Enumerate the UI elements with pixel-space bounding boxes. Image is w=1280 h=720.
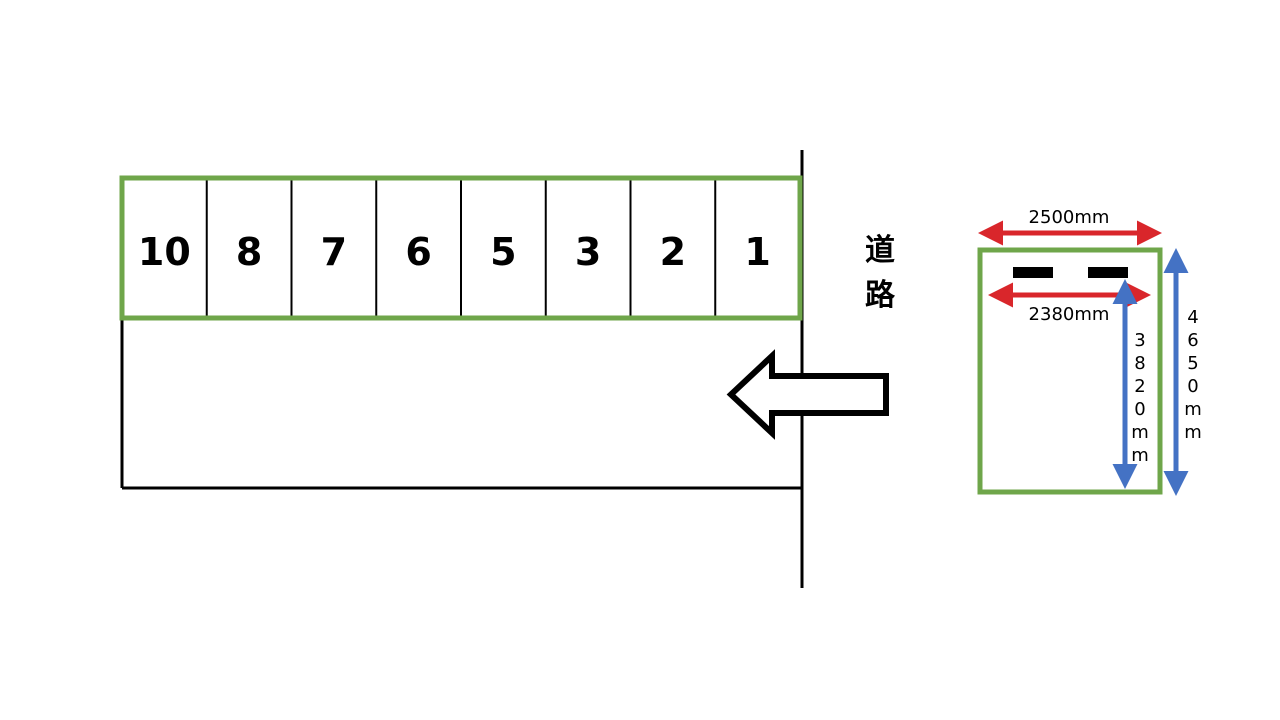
dimension-char: 3 bbox=[1134, 330, 1145, 351]
slot-spec-frame bbox=[977, 247, 1163, 495]
parking-slot-number: 6 bbox=[405, 230, 431, 274]
parking-slot-number: 7 bbox=[321, 230, 347, 274]
parking-slots-row: 10 8 7 6 5 3 2 1 bbox=[138, 178, 771, 318]
parking-slot-number: 10 bbox=[138, 230, 191, 274]
dimension-char: m bbox=[1131, 422, 1149, 443]
dimension-width-inner: 2380mm bbox=[1029, 304, 1110, 325]
parking-slot-number: 1 bbox=[744, 230, 770, 274]
parking-slot-number: 5 bbox=[490, 230, 516, 274]
entrance-arrow-icon bbox=[726, 349, 889, 440]
dimension-char: 0 bbox=[1134, 399, 1145, 420]
dimension-char: 6 bbox=[1187, 330, 1198, 351]
parking-slots-frame bbox=[119, 175, 803, 321]
dimension-char: m bbox=[1131, 445, 1149, 466]
road-label: 道 路 bbox=[865, 233, 896, 313]
dimension-char: 8 bbox=[1134, 353, 1145, 374]
dimension-char: 4 bbox=[1187, 307, 1198, 328]
wheel-stop-right bbox=[1088, 267, 1128, 278]
dimension-char: m bbox=[1184, 422, 1202, 443]
parking-slot-number: 8 bbox=[236, 230, 262, 274]
driving-aisle bbox=[120, 318, 802, 490]
dimension-char: 2 bbox=[1134, 376, 1145, 397]
wheel-stop-left bbox=[1013, 267, 1053, 278]
dimension-width-outer: 2500mm bbox=[1029, 207, 1110, 228]
parking-slot-number: 3 bbox=[575, 230, 601, 274]
road-label-char: 道 bbox=[865, 233, 895, 268]
dimension-char: m bbox=[1184, 399, 1202, 420]
road-label-char: 路 bbox=[865, 278, 896, 313]
dimension-char: 5 bbox=[1187, 353, 1198, 374]
parking-slot-number: 2 bbox=[660, 230, 686, 274]
dimension-char: 0 bbox=[1187, 376, 1198, 397]
